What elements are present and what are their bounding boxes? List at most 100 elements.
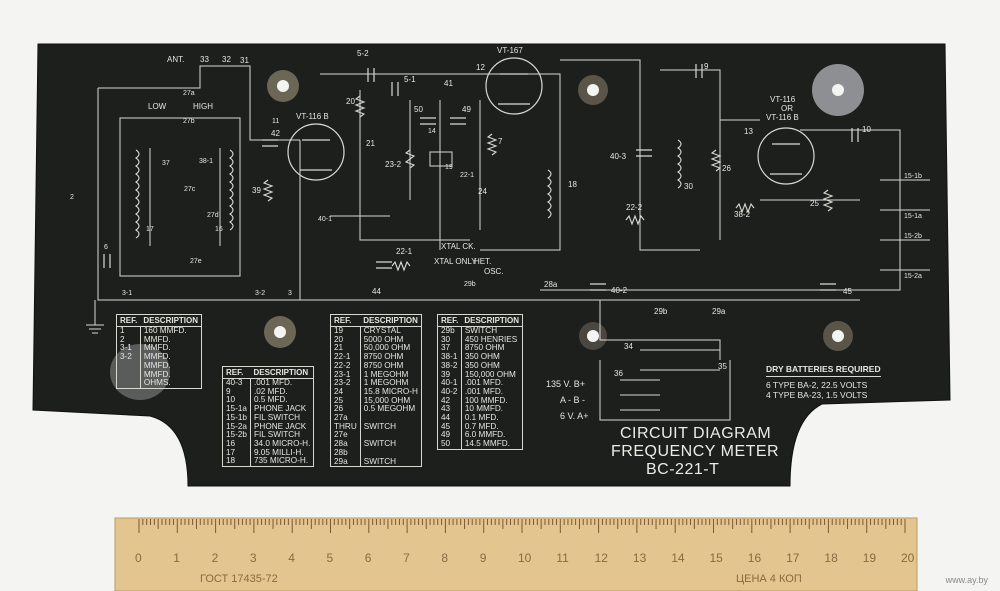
label-28a: 28a	[544, 280, 558, 289]
part-ref: 21	[331, 344, 361, 354]
label-5-1: 5-1	[404, 75, 416, 84]
table2-header-desc: DESCRIPTION	[250, 367, 314, 379]
table-row: 28b	[331, 448, 421, 458]
label-38-2: 38-2	[734, 210, 751, 219]
label-15-1b: 15-1b	[904, 173, 922, 180]
label-44: 44	[372, 287, 381, 296]
ruler-number: 8	[441, 551, 449, 565]
part-ref: 44	[438, 413, 462, 423]
part-ref	[117, 361, 141, 371]
part-ref: 10	[223, 396, 251, 406]
ruler-number: 1	[173, 551, 180, 565]
label-27e: 27e	[190, 258, 202, 265]
part-ref	[117, 370, 141, 380]
ruler-number: 19	[862, 551, 877, 565]
ruler-number: 16	[747, 551, 762, 565]
ruler-number: 17	[786, 551, 800, 565]
part-ref: 29b	[438, 326, 462, 336]
part-ref: 3-2	[117, 352, 141, 362]
part-ref	[117, 379, 141, 388]
table3-header-desc: DESCRIPTION	[360, 315, 421, 327]
part-ref: 30	[438, 335, 462, 345]
part-description: 350 OHM	[464, 360, 500, 370]
label-30: 30	[684, 182, 693, 191]
ruler-number: 14	[671, 551, 685, 565]
part-ref: 42	[438, 396, 462, 406]
part-description: 50,000 OHM	[363, 343, 411, 353]
label-23-2: 23-2	[385, 160, 402, 169]
label-14: 14	[428, 128, 436, 135]
part-description: 100 MMFD.	[464, 395, 508, 405]
coils	[135, 139, 682, 239]
part-ref: 24	[331, 387, 361, 397]
part-ref: 2	[117, 335, 141, 345]
part-ref: 19	[331, 326, 361, 336]
label-22-1: 22-1	[396, 247, 413, 256]
table4-header-desc: DESCRIPTION	[461, 315, 523, 327]
ruler-number: 5	[326, 551, 334, 565]
label-41: 41	[444, 79, 453, 88]
part-description: .001 MFD.	[464, 386, 504, 396]
part-description: OHMS.	[143, 378, 171, 388]
label-49: 49	[462, 105, 471, 114]
title-line-3: BC-221-T	[646, 461, 720, 478]
part-ref: 49	[438, 431, 462, 441]
part-description: .001 MFD.	[464, 378, 504, 388]
label-21: 21	[366, 139, 375, 148]
label-15-2a: 15-2a	[904, 273, 922, 280]
ruler-ticks	[138, 519, 906, 533]
label-39: 39	[252, 186, 261, 195]
part-description: MMFD.	[143, 369, 171, 379]
table-row: 40-2.001 MFD.	[438, 386, 522, 397]
part-description: 8750 OHM	[464, 343, 505, 353]
part-description: SWITCH	[464, 326, 498, 335]
part-ref: 40-3	[223, 378, 251, 388]
ruler-number: 3	[249, 551, 257, 565]
label-40-3: 40-3	[610, 152, 627, 161]
label-7: 7	[498, 137, 503, 146]
table-row: 9.02 MFD.	[223, 386, 313, 397]
batteries-line-1: 6 TYPE BA-2, 22.5 VOLTS	[766, 380, 868, 390]
part-ref: 9	[223, 387, 251, 397]
part-ref: 1	[117, 326, 141, 336]
part-description: 0.1 MFD.	[464, 413, 499, 423]
label-osc: OSC.	[484, 267, 504, 276]
part-ref: 37	[438, 344, 462, 354]
label-42: 42	[271, 129, 280, 138]
label-xtal-ck: XTAL CK.	[441, 242, 476, 251]
part-ref: 23-2	[331, 379, 361, 388]
label-low: LOW	[148, 102, 167, 111]
title-line-1: CIRCUIT DIAGRAM	[620, 425, 772, 442]
label-33: 33	[200, 55, 209, 64]
part-ref: 25	[331, 396, 361, 406]
ruler-number: 4	[288, 551, 295, 565]
part-ref: 28a	[331, 439, 361, 449]
part-ref: 16	[223, 439, 251, 449]
batteries-line-2: 4 TYPE BA-23, 1.5 VOLTS	[766, 390, 868, 400]
label-b-plus: 135 V. B+	[546, 379, 585, 389]
part-ref: 27e	[331, 431, 361, 441]
part-ref: 50	[438, 439, 462, 449]
part-ref: 28b	[331, 448, 361, 458]
label-32: 32	[222, 55, 231, 64]
part-description: .02 MFD.	[253, 386, 288, 396]
part-description: 10 MMFD.	[464, 404, 504, 414]
part-description: 1 MEGOHM	[363, 369, 409, 379]
label-24: 24	[478, 187, 487, 196]
parts-table-2: REF. DESCRIPTION 40-3.001 MFD.9.02 MFD.1…	[222, 366, 315, 468]
